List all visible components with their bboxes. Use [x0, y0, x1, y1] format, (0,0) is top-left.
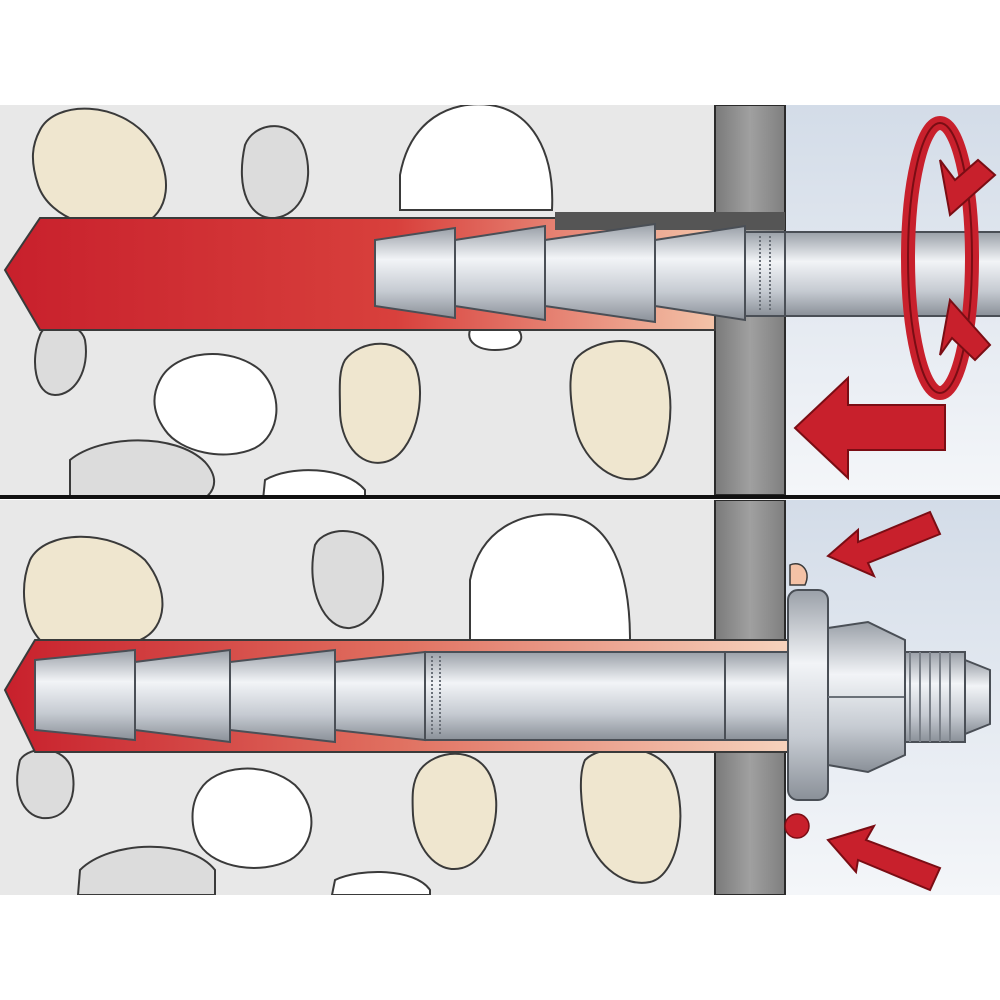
resin-overflow-bottom [784, 813, 810, 839]
threaded-rod [904, 651, 991, 743]
hole-collar-shadow [555, 212, 785, 230]
washer-nut-assembly [787, 589, 991, 801]
resin-overflow-top [789, 563, 808, 586]
anchor-rod-step-2 [34, 648, 791, 744]
panel-step-2 [0, 500, 1000, 895]
aggregate-stones [16, 513, 682, 895]
inject-arrow-icon [826, 510, 942, 578]
anchor-rod-step-1 [374, 222, 1000, 324]
rotation-arrow-icon [901, 116, 997, 400]
push-arrow-icon [793, 375, 946, 481]
panel-step-1 [0, 105, 1000, 495]
aggregate-stones [32, 105, 672, 495]
washer [787, 589, 829, 801]
inject-arrow-icon [826, 824, 942, 892]
